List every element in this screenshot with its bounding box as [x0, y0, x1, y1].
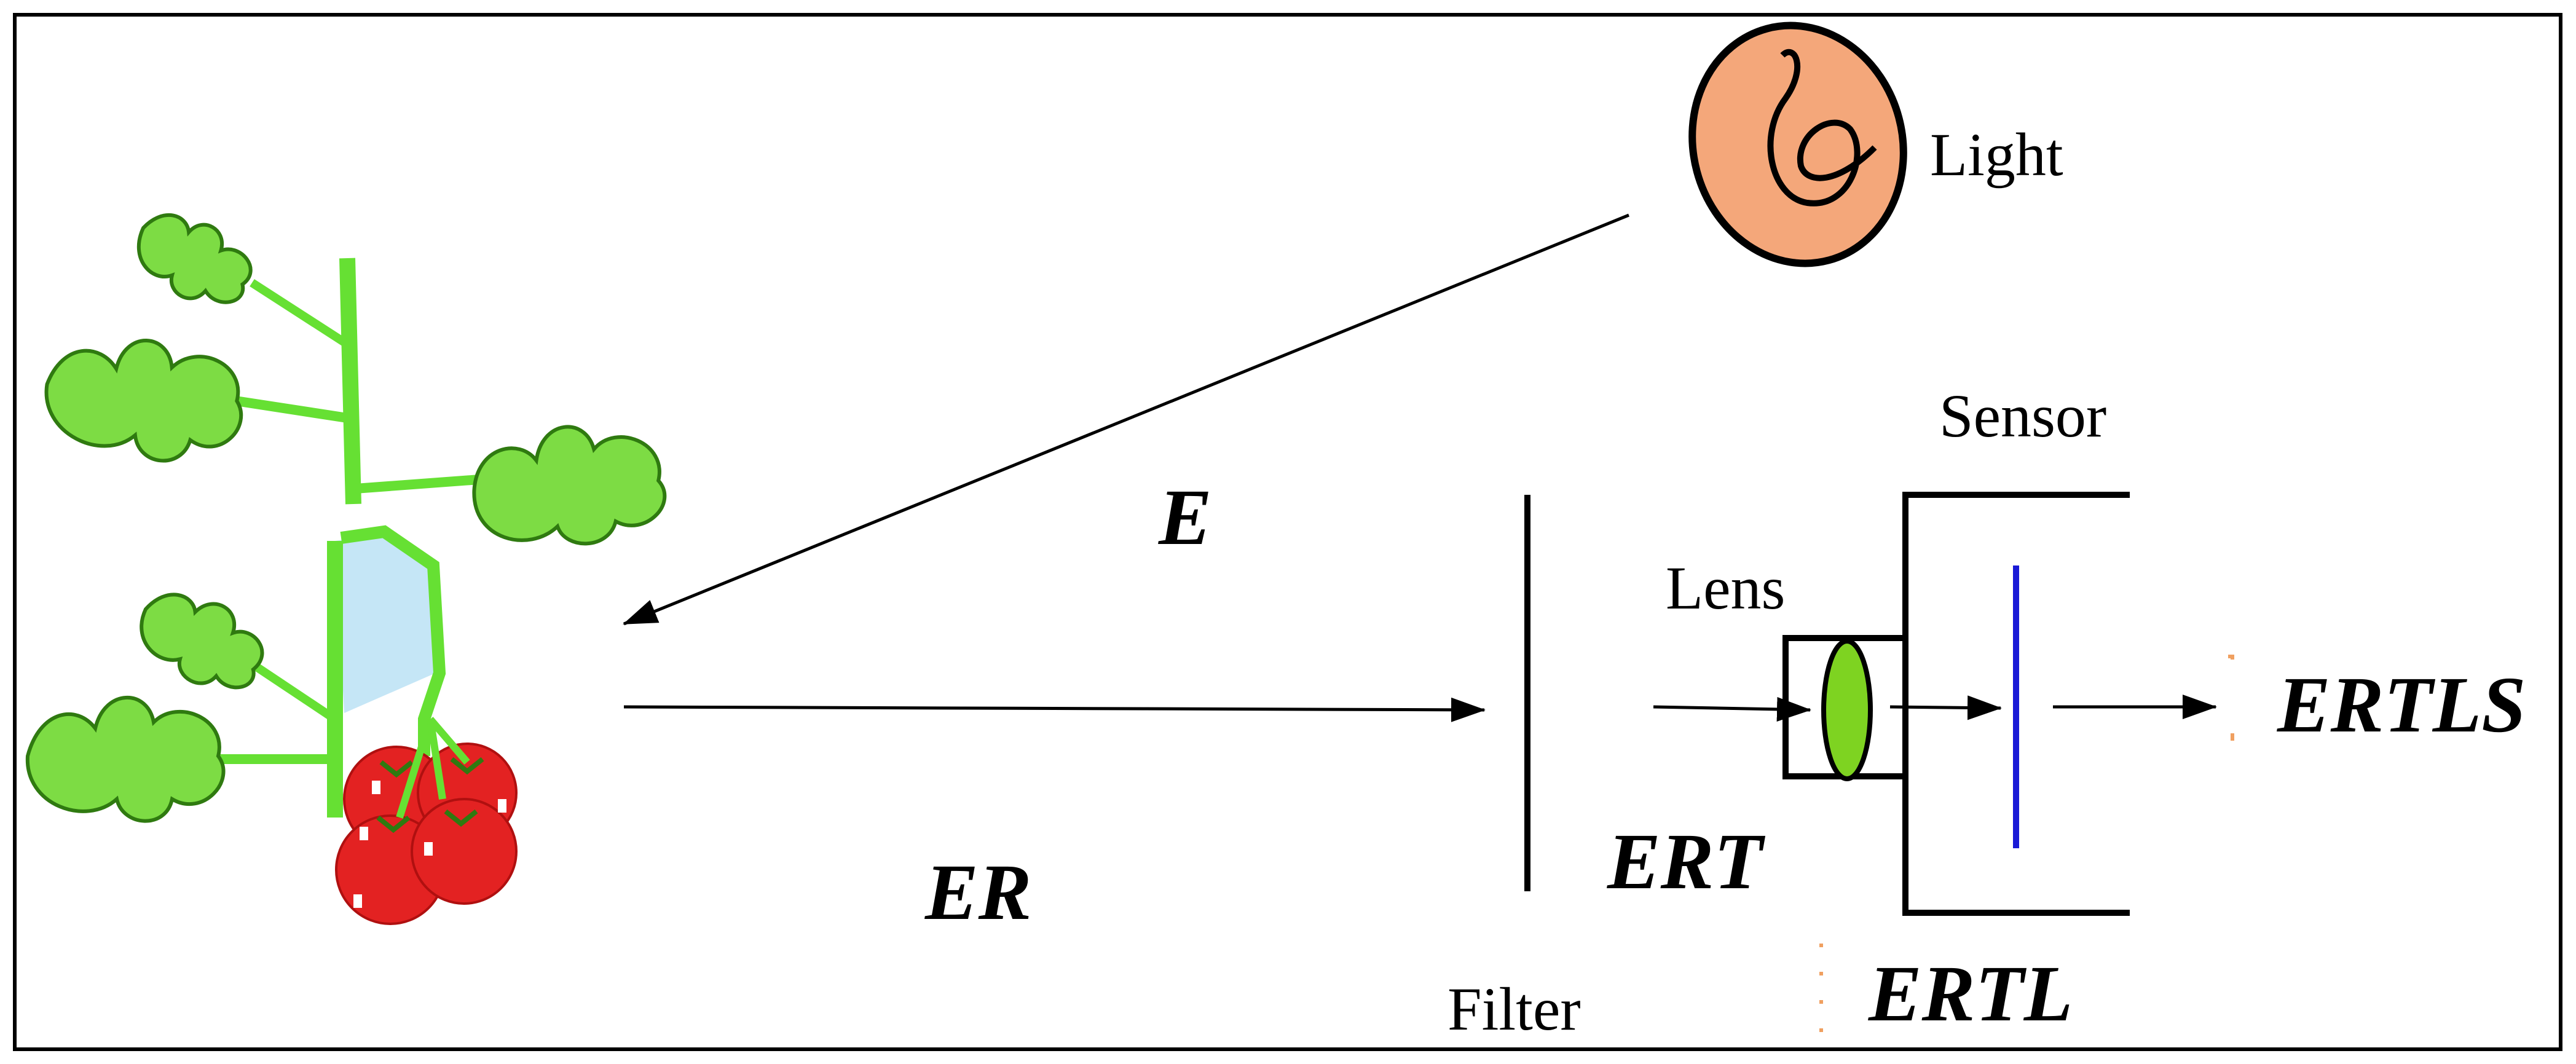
leaf	[140, 593, 264, 690]
leaf	[472, 425, 667, 546]
tomato-cluster	[335, 743, 518, 925]
light-label: Light	[1930, 120, 2063, 189]
tomato-plant-illustration	[25, 213, 667, 925]
symbol-ertls: ERTLS	[2277, 661, 2526, 749]
leaf	[25, 696, 226, 823]
light-source	[1688, 22, 1907, 267]
light-bulb-icon	[1688, 22, 1907, 267]
leaf	[136, 213, 253, 304]
sensor-label: Sensor	[1939, 382, 2106, 450]
ertls-tick	[2228, 655, 2234, 746]
filter-label: Filter	[1448, 975, 1581, 1043]
lens-label: Lens	[1666, 554, 1785, 622]
camera-body	[1902, 492, 2130, 916]
incident-light-arrow	[623, 213, 1629, 626]
symbol-ert: ERT	[1607, 818, 1765, 906]
symbol-ertl: ERTL	[1868, 950, 2073, 1038]
symbol-e: E	[1158, 473, 1212, 562]
lens-element	[1821, 639, 1873, 781]
leaf	[44, 339, 243, 463]
symbol-er: ER	[924, 848, 1031, 937]
plant-stem	[339, 258, 361, 505]
reflected-light-arrow	[623, 697, 1486, 722]
